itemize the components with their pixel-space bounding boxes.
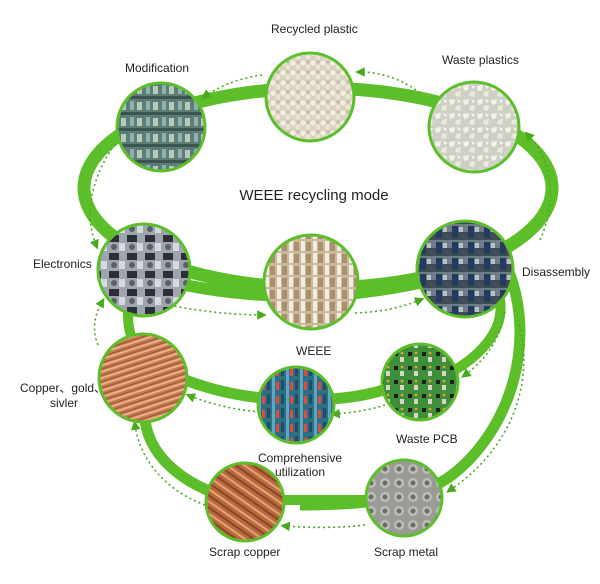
comprehensive-utilization-image	[256, 365, 336, 445]
label-waste-pcb: Waste PCB	[396, 432, 458, 446]
arrow-comprehensive-to-copper	[185, 393, 261, 413]
modification-image	[115, 81, 207, 173]
label-electronics: Electronics	[33, 257, 92, 271]
label-copper-gold-silver-line2: sivler	[50, 396, 79, 410]
copper-plates-image	[97, 332, 189, 424]
label-disassembly: Disassembly	[522, 265, 591, 279]
waste-pcb-image	[380, 342, 460, 422]
waste-plastics-image	[427, 80, 521, 174]
arrow-scrap-metal-to-scrap-copper	[280, 521, 366, 532]
diagram-title: WEEE recycling mode	[239, 187, 389, 204]
label-recycled-plastic: Recycled plastic	[271, 22, 358, 36]
electronics-image	[96, 222, 192, 318]
arrow-disassembly-to-metal	[446, 309, 525, 493]
label-copper-gold-silver-line1: Copper、gold、	[20, 381, 107, 395]
arrow-disassembly-to-waste	[524, 131, 552, 241]
arrow-scrap-copper-to-copper	[130, 420, 206, 506]
label-scrap-metal: Scrap metal	[374, 545, 439, 559]
label-comprehensive-line2: utilization	[274, 465, 326, 479]
arrow-weee-to-disassembly	[354, 297, 425, 314]
arrow-copper-to-electronics	[93, 297, 105, 346]
disassembly-to-pcb-band	[452, 299, 506, 375]
label-comprehensive-line1: Comprehensive	[257, 451, 343, 465]
scrap-metal-image	[364, 458, 444, 538]
arrow-pcb-to-comprehensive	[330, 404, 386, 419]
recycled-plastic-image	[264, 51, 356, 143]
scrap-copper-image	[204, 461, 286, 543]
label-modification: Modification	[125, 61, 190, 75]
weee-image	[262, 233, 360, 331]
label-scrap-copper: Scrap copper	[209, 545, 281, 559]
arrow-recycled-to-modification	[201, 74, 263, 99]
disassembly-image	[415, 219, 515, 319]
arrow-modification-to-electronics	[89, 139, 119, 250]
arrow-waste-to-recycled	[355, 67, 421, 94]
label-waste-plastics: Waste plastics	[442, 53, 519, 67]
label-weee: WEEE	[296, 344, 332, 358]
